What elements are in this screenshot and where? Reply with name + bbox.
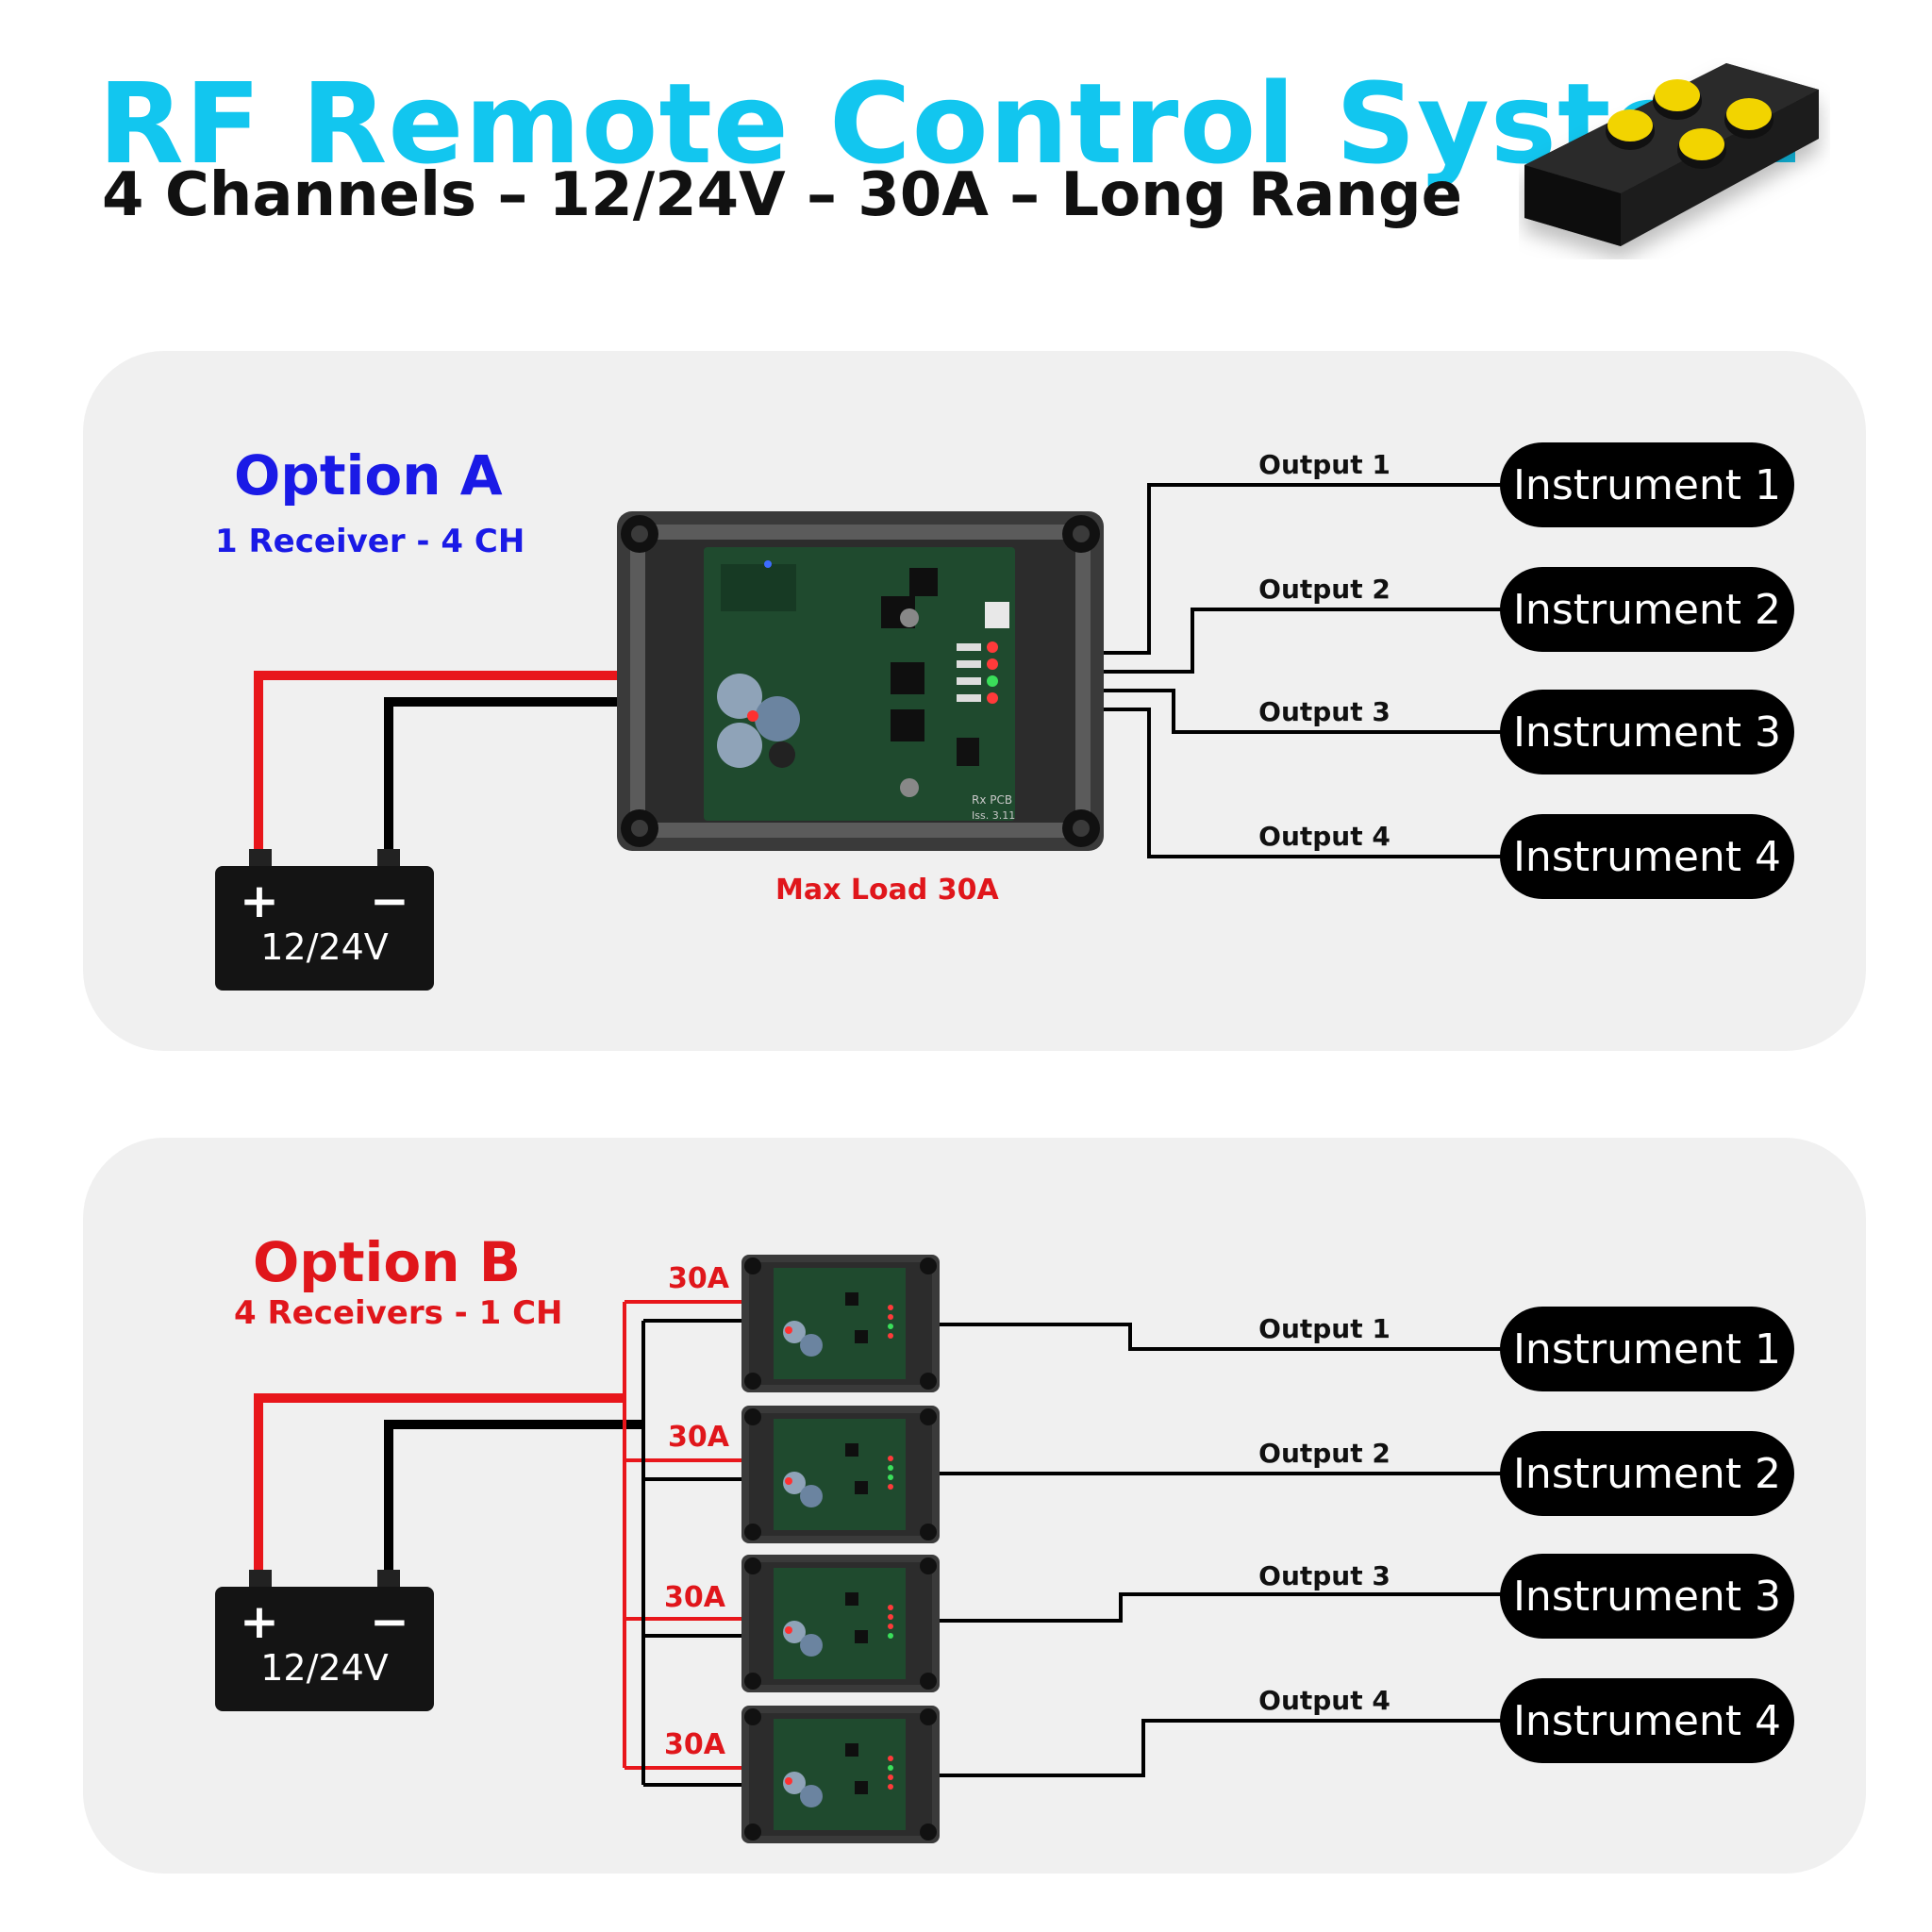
- output-label-3: Output 3: [1258, 696, 1391, 727]
- output-label-4: Output 4: [1258, 821, 1391, 852]
- instrument-1-pill: Instrument 1: [1500, 442, 1794, 527]
- output-label-1: Output 1: [1258, 449, 1391, 480]
- remote-control-icon: [1519, 52, 1830, 259]
- instrument-4-pill: Instrument 4: [1500, 814, 1794, 899]
- battery-plus-label: +: [240, 1594, 279, 1649]
- battery-icon: + − 12/24V: [215, 849, 434, 991]
- output-label-2: Output 2: [1258, 1438, 1391, 1469]
- receiver-pcb-label: Rx PCB: [972, 793, 1012, 807]
- receiver-pcb-issue: Iss. 3.11: [972, 809, 1015, 822]
- receiver-box-icon: [741, 1706, 940, 1843]
- option-b-subtitle: 4 Receivers - 1 CH: [234, 1294, 563, 1332]
- instrument-3-pill: Instrument 3: [1500, 690, 1794, 774]
- page-title: RF Remote Control System: [98, 58, 1806, 189]
- option-a-panel: Option A 1 Receiver - 4 CH + − 12/24V: [83, 351, 1866, 1051]
- option-b-wiring: [254, 1300, 1521, 1787]
- output-label-4: Output 4: [1258, 1685, 1391, 1716]
- receiver-rating-3: 30A: [664, 1581, 725, 1614]
- output-label-1: Output 1: [1258, 1313, 1391, 1344]
- instrument-4-pill: Instrument 4: [1500, 1678, 1794, 1763]
- battery-minus-label: −: [370, 874, 409, 928]
- receiver-rating-2: 30A: [668, 1421, 729, 1454]
- battery-voltage-label: 12/24V: [260, 926, 389, 968]
- instrument-1-pill: Instrument 1: [1500, 1307, 1794, 1391]
- receiver-rating-1: 30A: [668, 1262, 729, 1295]
- instrument-3-pill: Instrument 3: [1500, 1554, 1794, 1639]
- receiver-box-icon: Rx PCB Iss. 3.11: [617, 511, 1104, 851]
- battery-icon: + − 12/24V: [215, 1570, 434, 1711]
- instrument-2-pill: Instrument 2: [1500, 1431, 1794, 1516]
- receiver-rating-4: 30A: [664, 1728, 725, 1761]
- option-a-subtitle: 1 Receiver - 4 CH: [215, 523, 525, 560]
- output-label-2: Output 2: [1258, 574, 1391, 605]
- max-load-label: Max Load 30A: [775, 874, 999, 907]
- receiver-box-icon: [741, 1406, 940, 1543]
- option-a-title: Option A: [234, 443, 503, 508]
- option-b-panel: Option B 4 Receivers - 1 CH + − 12/24V 3…: [83, 1138, 1866, 1874]
- output-label-3: Output 3: [1258, 1560, 1391, 1591]
- option-a-wiring: [254, 483, 1521, 860]
- battery-minus-label: −: [370, 1594, 409, 1649]
- receiver-box-icon: [741, 1555, 940, 1692]
- option-b-title: Option B: [253, 1230, 521, 1294]
- page-subtitle: 4 Channels – 12/24V – 30A – Long Range: [102, 160, 1463, 230]
- battery-voltage-label: 12/24V: [260, 1647, 389, 1689]
- receiver-box-icon: [741, 1255, 940, 1392]
- instrument-2-pill: Instrument 2: [1500, 567, 1794, 652]
- battery-plus-label: +: [240, 874, 279, 928]
